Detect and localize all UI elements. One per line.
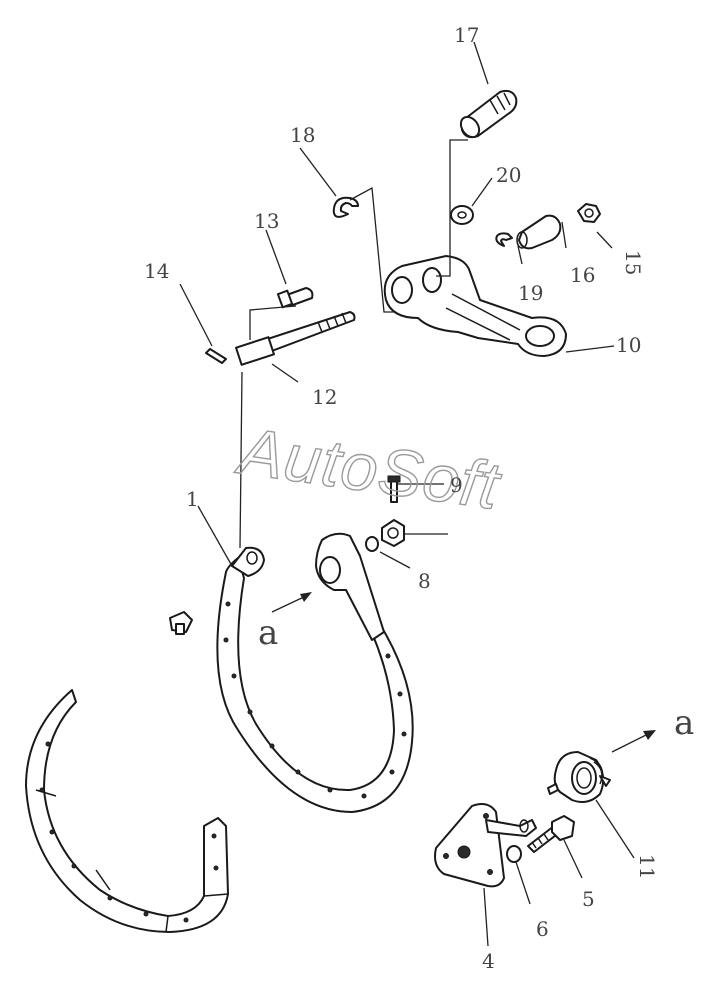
part-12-rod [235,311,356,366]
watermark: AutoSoft [231,413,506,523]
part-5-bolt [527,815,575,853]
label-13: 13 [254,209,279,233]
part-11-spring [547,751,611,803]
label-4: 4 [482,949,495,973]
part-18-snap-ring [332,196,359,218]
label-14: 14 [144,259,169,283]
band-rivet-holes [223,601,407,799]
lining-rivet-holes [39,741,219,923]
arrow-a-right [611,730,656,753]
part-20-washer [450,205,474,225]
marker-a-left: a [258,613,278,653]
label-6: 6 [536,917,549,941]
label-8: 8 [418,569,431,593]
part-14-cotter-pin [205,348,227,364]
label-11: 11 [635,854,659,879]
marker-a-right: a [674,703,694,743]
label-15: 15 [621,250,645,275]
part-10-lever [383,255,567,357]
arrow-a-left [271,592,312,613]
label-12: 12 [312,385,337,409]
label-5: 5 [582,887,595,911]
label-17: 17 [454,23,479,47]
part-16-adjusting-pin [516,214,562,250]
part-4-plate [434,803,537,888]
label-19: 19 [518,281,543,305]
label-1: 1 [186,487,199,511]
leader-lines [179,41,635,947]
part-labels: 17 18 20 13 14 15 16 19 10 12 9 1 8 11 5… [144,23,659,973]
part-6-washer [506,845,522,863]
label-16: 16 [570,263,595,287]
label-18: 18 [290,123,315,147]
part-19-clip [495,232,513,247]
part-17-pin [459,89,518,139]
part-9-bolt [387,475,401,503]
part-1-brake-band [216,532,414,813]
label-20: 20 [496,163,521,187]
band-bolt [169,611,193,635]
label-9: 9 [450,473,463,497]
brake-lining-segments [25,689,229,933]
label-10: 10 [616,333,641,357]
part-15-nut [577,203,601,223]
part-13-bolt [276,287,314,309]
part-8-nut [365,519,405,552]
